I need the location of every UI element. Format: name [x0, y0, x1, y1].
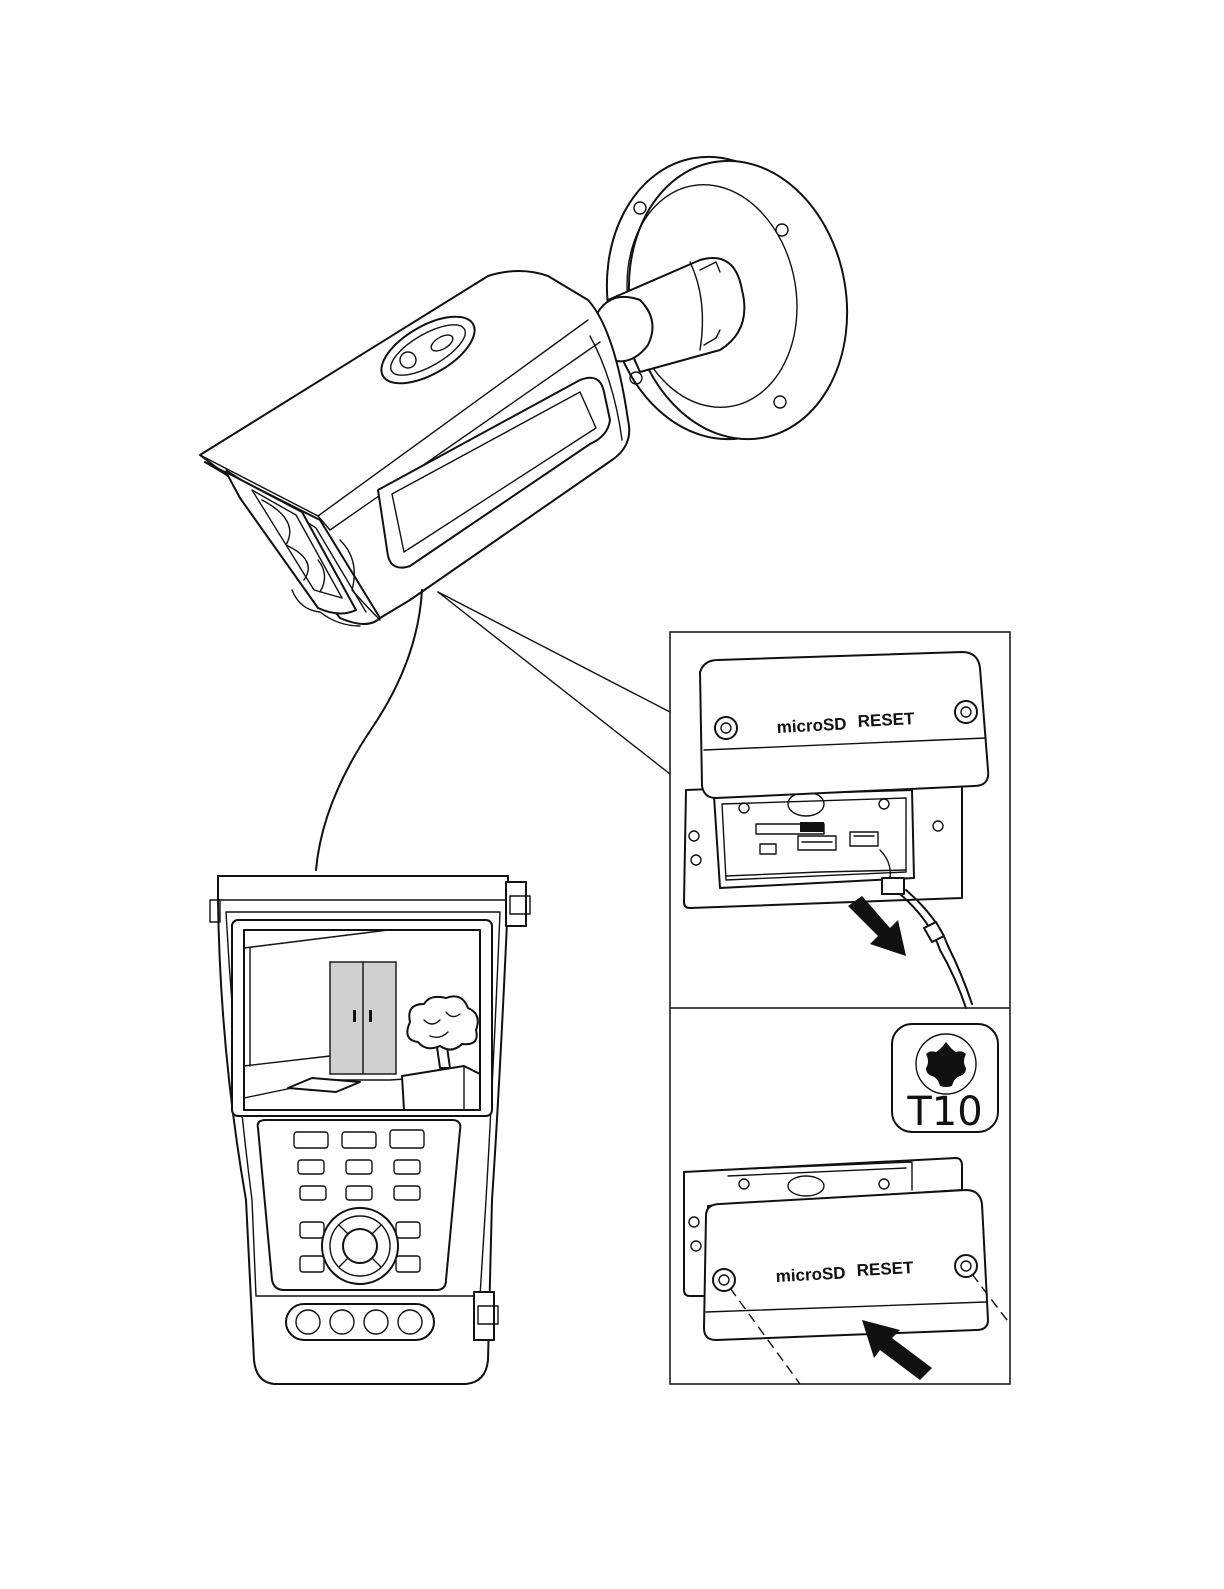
torx-screw-icon — [955, 701, 977, 723]
torx-screw-icon — [715, 717, 737, 739]
dpad-icon — [322, 1208, 398, 1284]
tool-bit-label: T10 — [906, 1089, 982, 1135]
cover-label-microsd: microSD — [775, 1263, 846, 1286]
compartment-cover — [704, 1190, 988, 1340]
zoom-callout — [438, 592, 670, 774]
side-clip — [474, 1292, 494, 1340]
cable — [316, 590, 422, 870]
cover-label-reset: RESET — [857, 709, 915, 731]
step-close-cover: microSD RESET — [684, 1158, 1010, 1384]
torx-screw-icon — [955, 1255, 977, 1277]
torx-tool-badge: T10 — [892, 1024, 998, 1135]
cover-label-reset: RESET — [856, 1258, 914, 1280]
torx-screw-icon — [713, 1269, 735, 1291]
tree-icon — [407, 996, 477, 1049]
side-clip — [506, 882, 526, 926]
bullet-camera — [200, 271, 629, 626]
pull-arrow-icon — [848, 896, 906, 956]
handheld-tester — [210, 876, 530, 1384]
cover-label-microsd: microSD — [776, 714, 847, 737]
step-open-cover: microSD RESET — [684, 652, 988, 1008]
